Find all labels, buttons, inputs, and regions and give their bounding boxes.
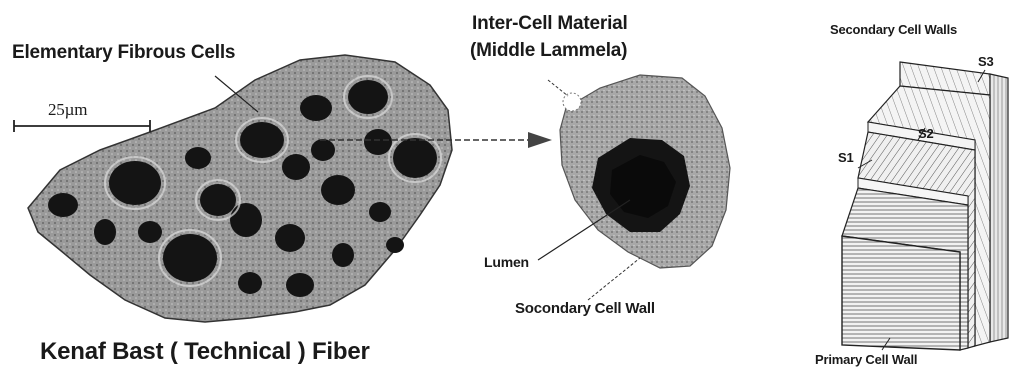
s2-label: S2 bbox=[918, 126, 934, 141]
inter-cell-leader bbox=[548, 80, 568, 96]
secondary-cell-walls-label: Secondary Cell Walls bbox=[830, 22, 957, 37]
single-fiber-cell bbox=[560, 75, 730, 268]
fiber-bundle-cross-section bbox=[28, 55, 452, 322]
secondary-cell-wall-label: Socondary Cell Wall bbox=[515, 300, 655, 317]
secondary-wall-leader bbox=[588, 258, 640, 300]
primary-cell-wall-label: Primary Cell Wall bbox=[815, 352, 917, 367]
scale-bar bbox=[14, 120, 150, 132]
figure-title: Kenaf Bast ( Technical ) Fiber bbox=[40, 338, 370, 366]
elementary-cells-label: Elementary Fibrous Cells bbox=[12, 42, 235, 64]
s1-label: S1 bbox=[838, 150, 854, 165]
s3-label: S3 bbox=[978, 54, 994, 69]
lumen-label: Lumen bbox=[484, 254, 529, 270]
scale-bar-label: 25µm bbox=[48, 100, 87, 120]
cell-wall-layers-model bbox=[842, 62, 1008, 350]
inter-cell-label-line1: Inter-Cell Material bbox=[472, 13, 628, 35]
inter-cell-label-line2: (Middle Lammela) bbox=[470, 40, 627, 62]
